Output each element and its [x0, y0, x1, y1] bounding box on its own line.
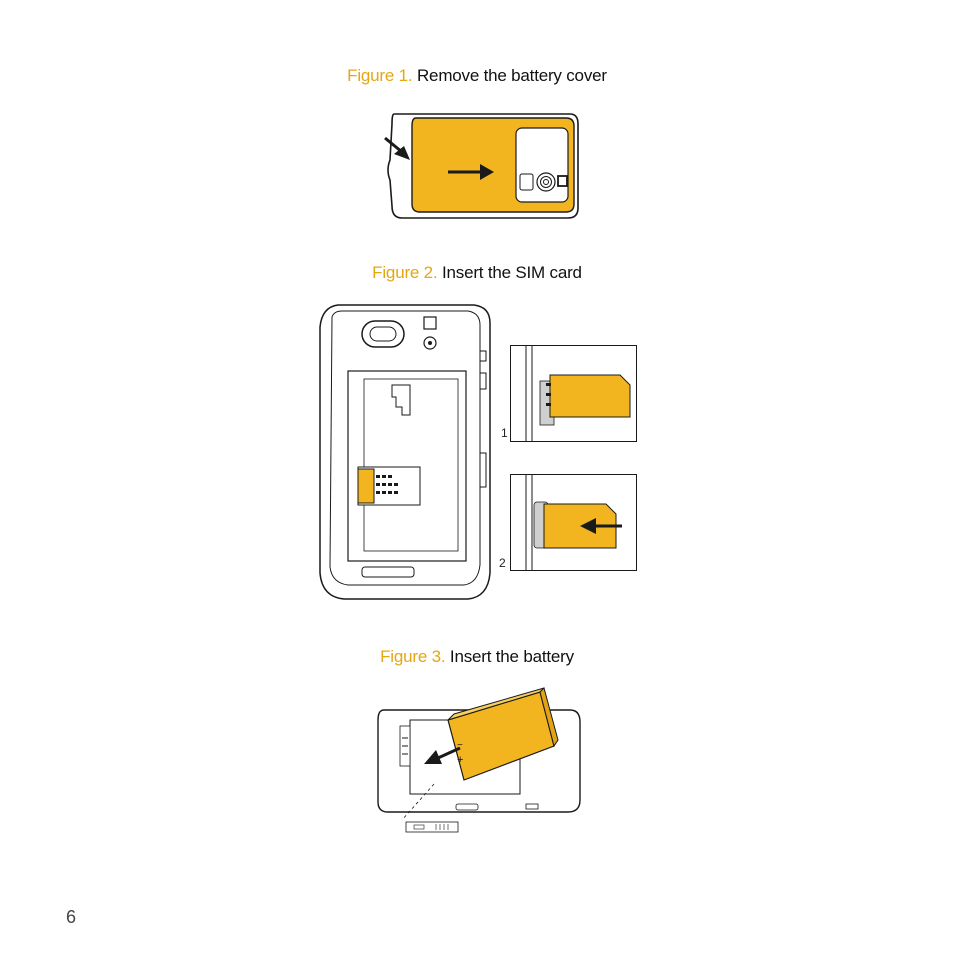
- figure-1-number: Figure 1.: [347, 66, 413, 85]
- figure-3-caption: Figure 3. Insert the battery: [0, 647, 954, 667]
- figure-3-illustration: [377, 687, 581, 833]
- figure-3-number: Figure 3.: [380, 647, 446, 666]
- battery-plus-mark: +: [457, 754, 464, 766]
- figure-2-title: Insert the SIM card: [442, 263, 582, 282]
- figure-2-step-2-detail: [510, 474, 637, 571]
- figure-2-step-1-detail: [510, 345, 637, 442]
- step-1-label: 1: [501, 426, 508, 440]
- figure-1-title: Remove the battery cover: [416, 66, 607, 85]
- figure-2-caption: Figure 2. Insert the SIM card: [0, 263, 954, 283]
- page-number: 6: [66, 907, 77, 927]
- figure-2-number: Figure 2.: [372, 263, 438, 282]
- step-2-label: 2: [499, 556, 506, 570]
- figure-1-caption: Figure 1. Remove the battery cover: [0, 66, 954, 86]
- figure-1-illustration: [384, 113, 579, 219]
- figure-2-phone-illustration: [319, 304, 491, 600]
- battery-minus-mark: −: [457, 740, 463, 751]
- figure-3-title: Insert the battery: [449, 647, 574, 666]
